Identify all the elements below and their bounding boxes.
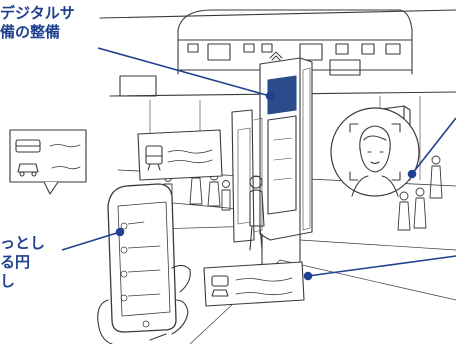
mobility-info-card (203, 261, 305, 307)
callout-top-line-1: デジタルサ (0, 4, 75, 22)
leader-dot-signage (265, 91, 275, 101)
station-pillar (231, 109, 263, 243)
callout-top-line-2: 備の整備 (0, 23, 61, 41)
leader-line-phone (61, 231, 121, 251)
leader-dot-face (407, 169, 417, 179)
train-info-card (137, 129, 223, 181)
leader-line-card (307, 255, 456, 277)
leader-dot-card (303, 271, 313, 281)
callout-bottom-line-2: る円 (0, 253, 31, 271)
leader-line-face (411, 117, 456, 175)
leader-dot-phone (115, 227, 125, 237)
hand (97, 264, 191, 344)
callout-bottom-line-3: し (0, 272, 16, 290)
train-icon (177, 9, 413, 75)
transit-info-card (9, 129, 87, 195)
smartphone-icon (107, 183, 177, 333)
crowd-right (397, 155, 443, 231)
person-center (249, 175, 265, 251)
face-recognition-icon (330, 107, 420, 197)
car-icon (17, 163, 39, 177)
digital-signage-icon (259, 51, 313, 283)
callout-bottom-line-1: っとし (0, 234, 46, 252)
bus-icon (15, 139, 41, 153)
callout-bottom-left: っとし る円 し (0, 234, 45, 291)
callout-top-left: デジタルサ 備の整備 (0, 4, 75, 42)
callout-leaders (61, 47, 456, 281)
leader-line-signage (97, 47, 271, 97)
